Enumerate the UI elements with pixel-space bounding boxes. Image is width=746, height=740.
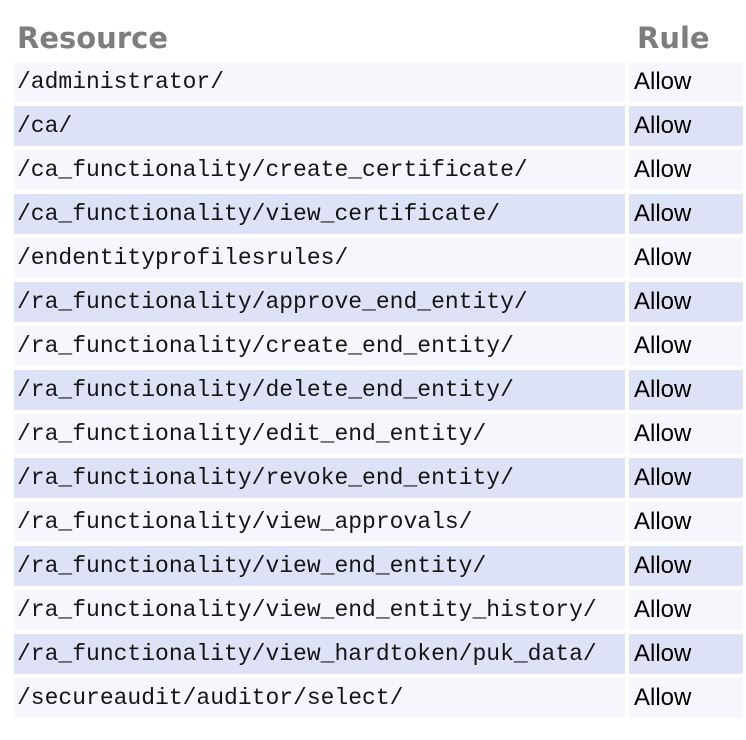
rule-cell: Allow <box>629 106 743 146</box>
table-row: /endentityprofilesrules/Allow <box>14 238 743 278</box>
resource-cell: /ra_functionality/delete_end_entity/ <box>14 370 625 410</box>
resource-cell: /ra_functionality/view_end_entity_histor… <box>14 590 625 630</box>
resource-cell: /ra_functionality/edit_end_entity/ <box>14 414 625 454</box>
rule-cell: Allow <box>629 590 743 630</box>
table-row: /ra_functionality/view_hardtoken/puk_dat… <box>14 634 743 674</box>
table-header: Resource Rule <box>14 18 743 58</box>
table-row: /ra_functionality/approve_end_entity/All… <box>14 282 743 322</box>
rule-cell: Allow <box>629 370 743 410</box>
resource-column-header: Resource <box>17 21 168 55</box>
table-body: /administrator/Allow/ca/Allow/ca_functio… <box>14 62 743 718</box>
resource-cell: /ra_functionality/view_hardtoken/puk_dat… <box>14 634 625 674</box>
table-row: /ra_functionality/view_approvals/Allow <box>14 502 743 542</box>
resource-cell: /secureaudit/auditor/select/ <box>14 678 625 718</box>
rule-cell: Allow <box>629 546 743 586</box>
resource-cell: /ra_functionality/view_end_entity/ <box>14 546 625 586</box>
rule-cell: Allow <box>629 150 743 190</box>
rule-cell: Allow <box>629 194 743 234</box>
resource-cell: /ra_functionality/revoke_end_entity/ <box>14 458 625 498</box>
table-row: /ra_functionality/edit_end_entity/Allow <box>14 414 743 454</box>
table-row: /ca_functionality/create_certificate/All… <box>14 150 743 190</box>
rule-cell: Allow <box>629 458 743 498</box>
rule-cell: Allow <box>629 678 743 718</box>
resource-cell: /ra_functionality/view_approvals/ <box>14 502 625 542</box>
rule-cell: Allow <box>629 326 743 366</box>
resource-cell: /ra_functionality/create_end_entity/ <box>14 326 625 366</box>
resource-cell: /ca_functionality/view_certificate/ <box>14 194 625 234</box>
table-row: /ra_functionality/revoke_end_entity/Allo… <box>14 458 743 498</box>
access-rules-table: Resource Rule /administrator/Allow/ca/Al… <box>10 14 746 722</box>
table-row: /ra_functionality/delete_end_entity/Allo… <box>14 370 743 410</box>
rule-cell: Allow <box>629 634 743 674</box>
table-row: /ra_functionality/view_end_entity_histor… <box>14 590 743 630</box>
rule-cell: Allow <box>629 238 743 278</box>
table-row: /ca_functionality/view_certificate/Allow <box>14 194 743 234</box>
header-row: Resource Rule <box>14 18 743 58</box>
resource-cell: /ca_functionality/create_certificate/ <box>14 150 625 190</box>
table-row: /ca/Allow <box>14 106 743 146</box>
resource-cell: /ca/ <box>14 106 625 146</box>
resource-cell: /ra_functionality/approve_end_entity/ <box>14 282 625 322</box>
rule-cell: Allow <box>629 502 743 542</box>
rule-cell: Allow <box>629 282 743 322</box>
rule-cell: Allow <box>629 62 743 102</box>
rule-column-header: Rule <box>637 21 710 55</box>
table-row: /ra_functionality/view_end_entity/Allow <box>14 546 743 586</box>
table-row: /administrator/Allow <box>14 62 743 102</box>
table-row: /secureaudit/auditor/select/Allow <box>14 678 743 718</box>
resource-cell: /endentityprofilesrules/ <box>14 238 625 278</box>
rule-cell: Allow <box>629 414 743 454</box>
resource-cell: /administrator/ <box>14 62 625 102</box>
table-row: /ra_functionality/create_end_entity/Allo… <box>14 326 743 366</box>
